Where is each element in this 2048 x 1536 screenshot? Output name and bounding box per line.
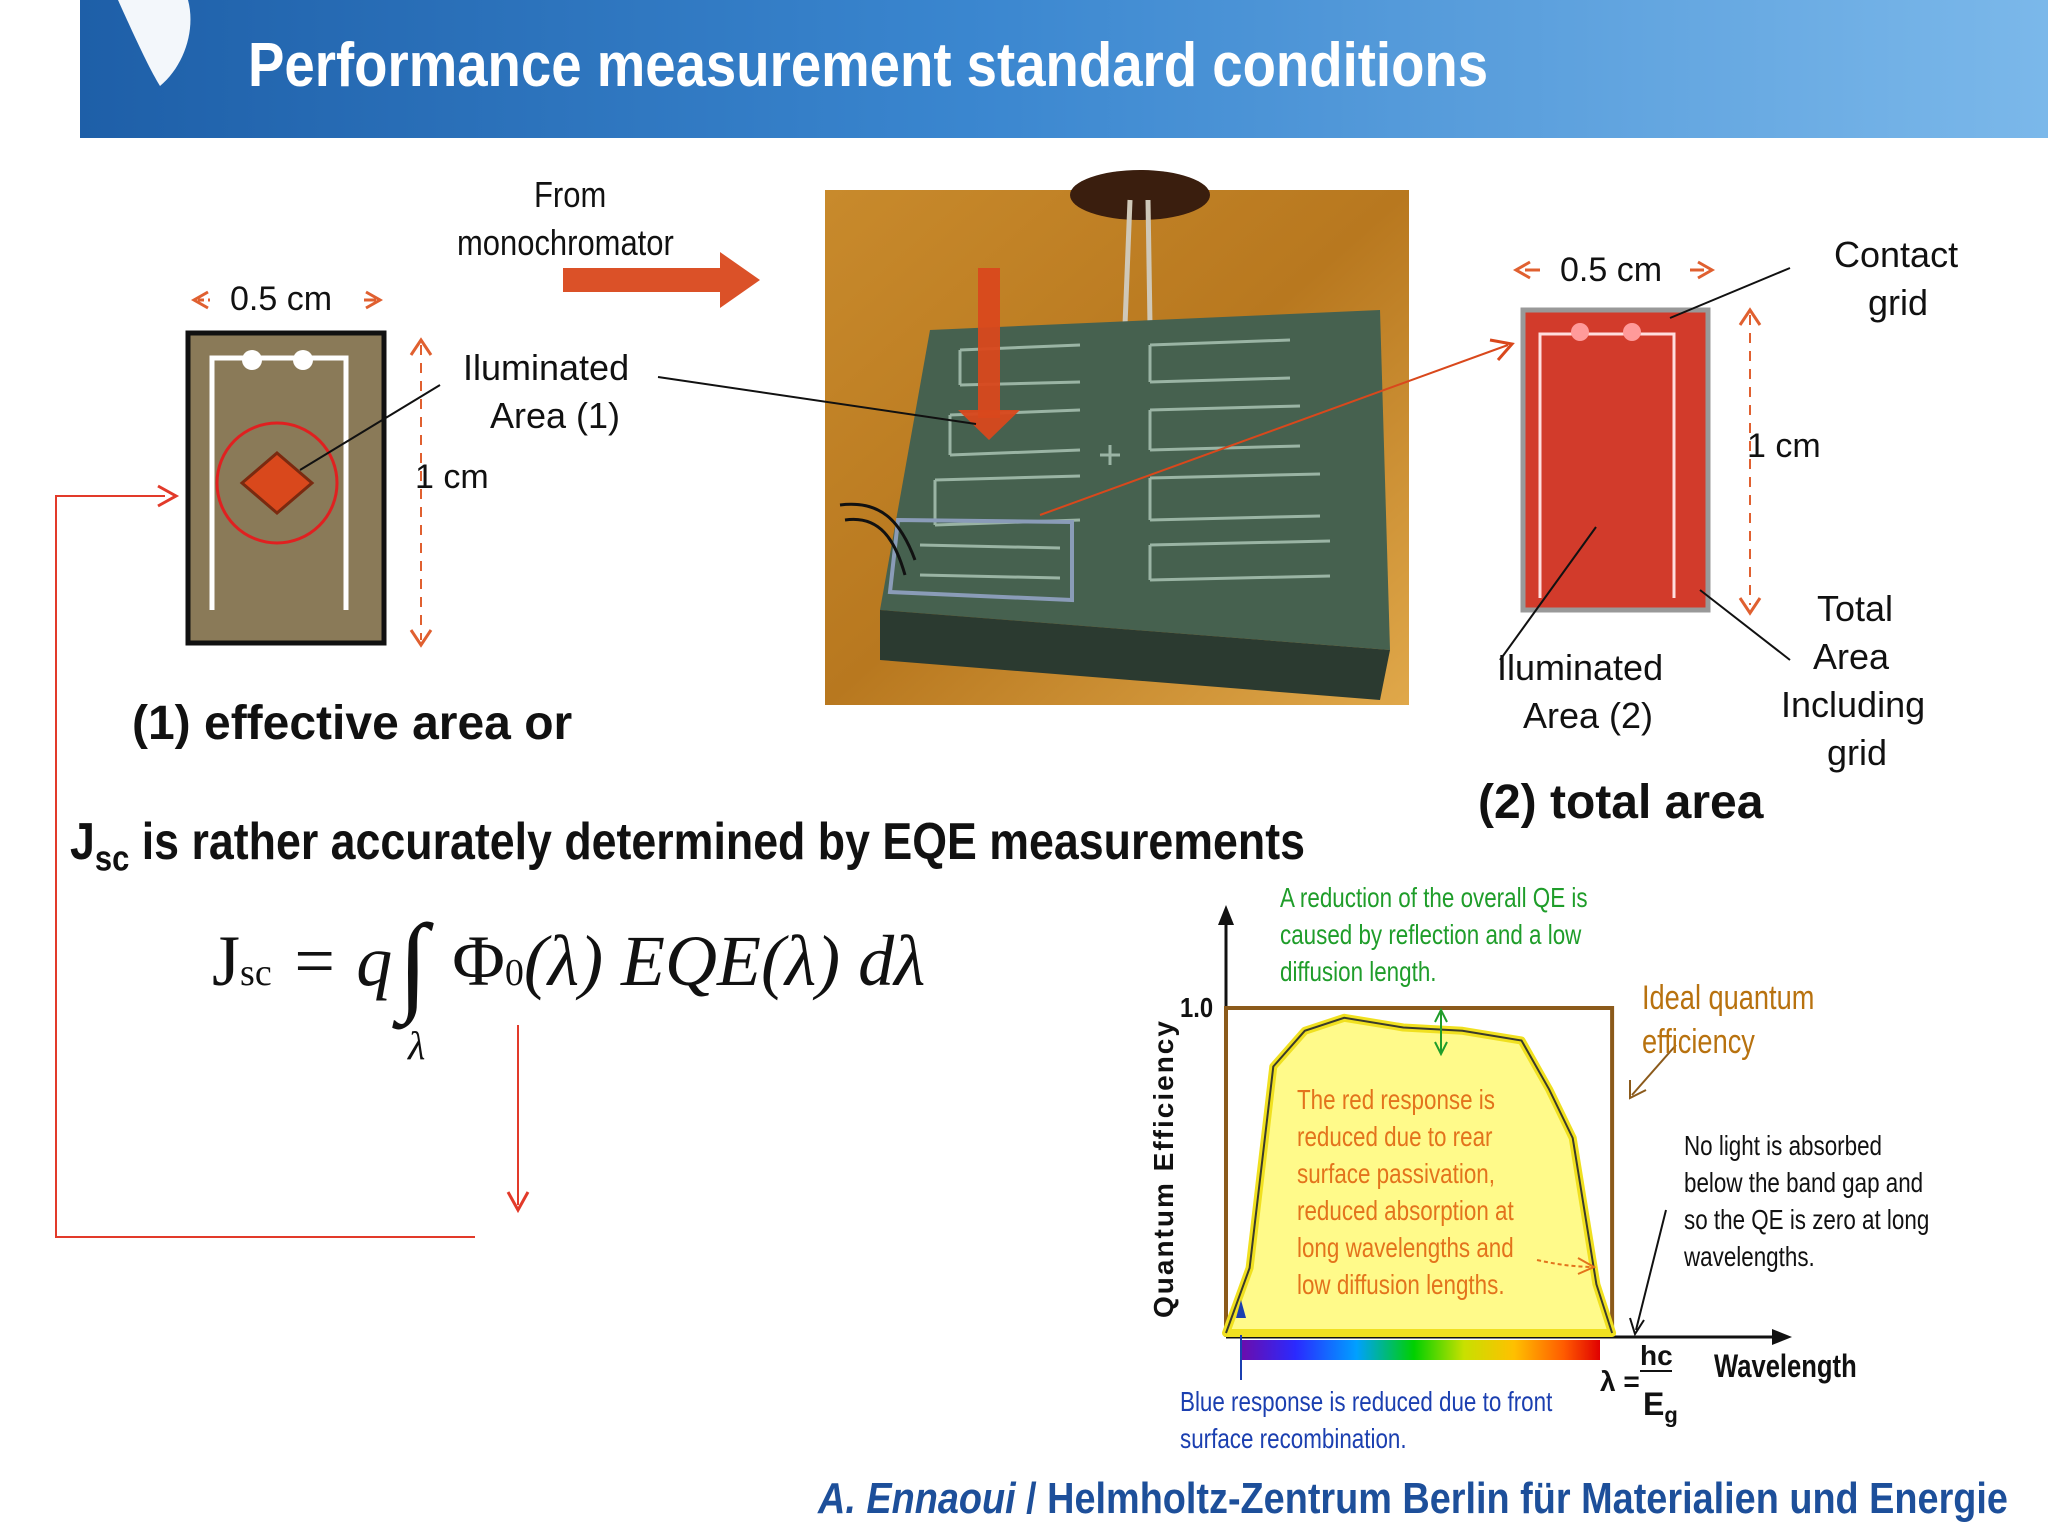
qe-chart [1218, 905, 1792, 1380]
beam-arrow-horizontal [563, 252, 760, 308]
middle-illuminated-pointer [657, 376, 977, 425]
right-width-arrow-left [1512, 260, 1531, 280]
qe-right-note-1: No light is absorbed [1684, 1130, 1882, 1161]
cell-photo [825, 170, 1409, 705]
qe-red-note-6: low diffusion lengths. [1297, 1269, 1505, 1300]
contact-grid-label-1: Contact [1834, 234, 1959, 275]
right-width-arrow-right [1697, 260, 1716, 280]
qe-red-note-2: reduced due to rear [1297, 1121, 1493, 1152]
qe-right-note-4: wavelengths. [1684, 1241, 1815, 1272]
qe-x-axis-label: Wavelength [1714, 1348, 1857, 1384]
contact-grid-pointer [1669, 267, 1791, 319]
qe-red-note-4: reduced absorption at [1297, 1195, 1514, 1226]
jsc-statement-text: is rather accurately determined by EQE m… [129, 813, 1305, 871]
qe-real-edge [1225, 1016, 1614, 1334]
qe-cutoff-den-main: E [1643, 1386, 1665, 1422]
eq-phi-sub: 0 [504, 952, 524, 994]
footer-institution: Helmholtz-Zentrum Berlin für Materialien… [1047, 1474, 2008, 1523]
qe-top-note-1: A reduction of the overall QE is [1280, 882, 1588, 913]
title-bar [80, 0, 2048, 138]
qe-right-note-3: so the QE is zero at long [1684, 1204, 1930, 1235]
right-illuminated-label-2: Area (2) [1523, 695, 1654, 736]
left-cell-contact-1 [242, 350, 262, 370]
qe-blue-note-1: Blue response is reduced due to front [1180, 1386, 1553, 1417]
left-illuminated-pointer [299, 384, 441, 471]
jsc-subscript: sc [94, 837, 130, 879]
right-width-label: 0.5 cm [1560, 251, 1663, 289]
left-cell-diagram [185, 290, 441, 648]
logo-swoosh-shape [118, 0, 191, 86]
total-area-label-3: Including [1781, 684, 1926, 725]
qe-no-light-arrow [1635, 1209, 1667, 1331]
qe-cutoff-den-sub: g [1664, 1402, 1678, 1428]
qe-cutoff-den: Eg [1643, 1386, 1678, 1428]
right-height-label: 1 cm [1747, 427, 1821, 465]
right-cell-body [1520, 307, 1711, 613]
beam-arrow-head [958, 410, 1020, 440]
jsc-statement: Jsc is rather accurately determined by E… [70, 812, 1305, 879]
eq-integral-limit: λ [408, 1023, 426, 1068]
left-cell-grid [209, 355, 349, 610]
qe-top-note-2: caused by reflection and a low [1280, 919, 1582, 950]
qe-ideal-label-1: Ideal quantum [1642, 979, 1815, 1017]
qe-red-note-3: surface passivation, [1297, 1158, 1495, 1189]
qe-top-note-3: diffusion length. [1280, 956, 1437, 987]
right-cell-grid [1538, 332, 1676, 598]
contact-grid-label-2: grid [1868, 282, 1929, 323]
total-area-label-2: Area [1813, 636, 1890, 677]
qe-right-note-2: below the band gap and [1684, 1167, 1924, 1198]
jsc-equation: Jsc = q Φ0(λ) EQE(λ) dλ [212, 920, 925, 1003]
right-illuminated-label-1: Iluminated [1497, 647, 1664, 688]
left-cell-illuminated-area [239, 451, 315, 515]
qe-cutoff-lhs: λ = [1600, 1366, 1640, 1397]
connector-lines [55, 484, 530, 1238]
qe-red-note-1: The red response is [1297, 1084, 1495, 1115]
left-cell-contact-2 [293, 350, 313, 370]
qe-blue-note-2: surface recombination. [1180, 1423, 1407, 1454]
qe-ideal-label-2: efficiency [1642, 1023, 1755, 1061]
total-area-label-4: grid [1827, 732, 1888, 773]
eq-lhs-sub: sc [240, 952, 272, 994]
eq-prefix: = q [271, 921, 393, 1001]
left-width-label: 0.5 cm [230, 280, 333, 318]
qe-y-tick-1: 1.0 [1180, 992, 1214, 1023]
left-cell-caption: (1) effective area or [132, 697, 573, 750]
total-area-label-1: Total [1817, 588, 1894, 629]
photo-probe-head [1070, 170, 1210, 220]
jsc-symbol: J [70, 813, 95, 871]
monochromator-label-2: monochromator [457, 222, 674, 263]
monochromator-label-1: From [534, 174, 607, 215]
eq-body: (λ) EQE(λ) dλ [523, 921, 926, 1001]
photo-to-cell-pointer [1039, 344, 1509, 516]
left-illuminated-label-2: Area (1) [490, 395, 621, 436]
eq-phi: Φ [452, 921, 505, 1001]
qe-red-response-arrow [1536, 1259, 1591, 1268]
footer-separator: / [1015, 1474, 1048, 1523]
right-illuminated-pointer [1499, 526, 1597, 661]
slide-title: Performance measurement standard conditi… [248, 31, 1489, 100]
left-width-arrow-left [190, 290, 209, 310]
eq-integral-sign: ∫ [398, 902, 429, 1024]
left-cell-aperture [215, 421, 339, 545]
qe-ideal-pointer [1631, 1044, 1677, 1096]
right-cell-caption: (2) total area [1478, 776, 1764, 829]
qe-cutoff-num: hc [1640, 1340, 1673, 1371]
eq-lhs: J [212, 921, 241, 1001]
right-cell-diagram [1499, 260, 1791, 661]
footer-author: A. Ennaoui [818, 1474, 1016, 1523]
footer-credit: A. Ennaoui / Helmholtz-Zentrum Berlin fü… [818, 1474, 2008, 1524]
qe-red-note-5: long wavelengths and [1297, 1232, 1514, 1263]
qe-ideal-line [1224, 1006, 1615, 1333]
left-width-arrow-right [365, 290, 384, 310]
left-illuminated-label-1: Iluminated [463, 347, 630, 388]
qe-spectrum-bar [1242, 1340, 1600, 1360]
total-area-pointer [1699, 589, 1791, 661]
qe-y-axis-label: Quantum Efficiency [1148, 1019, 1179, 1318]
left-height-label: 1 cm [415, 458, 489, 496]
beam-arrow-vertical [978, 268, 1000, 418]
photo-selected-cell [887, 517, 1074, 603]
